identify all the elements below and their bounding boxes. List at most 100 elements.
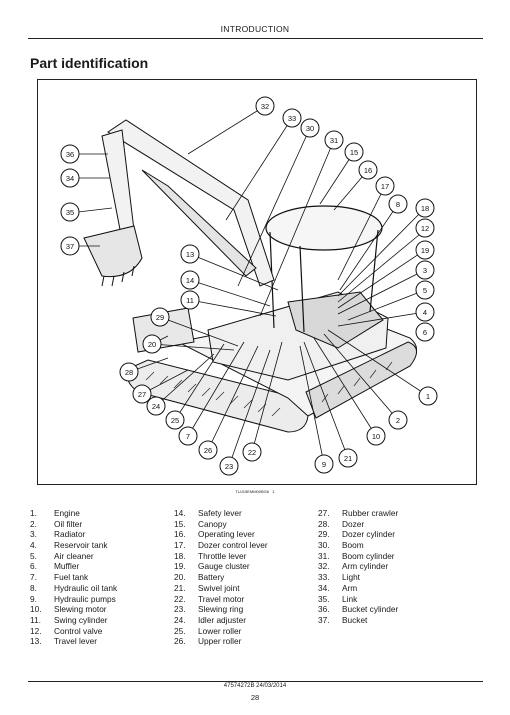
svg-text:19: 19 — [421, 246, 429, 255]
callout-9: 9 — [314, 454, 334, 474]
boom-arm — [101, 119, 275, 287]
legend-column-2: 14.Safety lever 15.Canopy 16.Operating l… — [174, 508, 324, 647]
svg-text:31: 31 — [330, 136, 338, 145]
svg-text:30: 30 — [306, 124, 314, 133]
excavator-diagram: 1 2 3 4 5 6 7 8 9 10 11 12 13 14 15 16 1… — [37, 79, 477, 485]
legend-item: 23.Slewing ring — [174, 604, 244, 615]
footer-rule — [28, 681, 483, 682]
callout-6: 6 — [415, 322, 435, 342]
legend-item: 17.Dozer control lever — [174, 540, 268, 551]
svg-text:7: 7 — [186, 432, 190, 441]
legend-item: 16.Operating lever — [174, 529, 255, 540]
svg-text:14: 14 — [186, 276, 194, 285]
bucket-teeth — [101, 265, 135, 287]
callout-19: 19 — [415, 240, 435, 260]
callout-23: 23 — [219, 456, 239, 476]
legend-item: 37.Bucket — [318, 614, 368, 625]
leader-lines — [77, 105, 429, 467]
legend-item: 20.Battery — [174, 572, 225, 583]
callout-14: 14 — [180, 270, 200, 290]
legend-column-3: 27.Rubber crawler 28.Dozer 29.Dozer cyli… — [318, 508, 468, 626]
callout-7: 7 — [178, 426, 198, 446]
svg-text:20: 20 — [148, 340, 156, 349]
page-title: Part identification — [30, 55, 149, 71]
legend-item: 1.Engine — [30, 508, 80, 518]
callout-8: 8 — [388, 194, 408, 214]
svg-text:28: 28 — [125, 368, 133, 377]
svg-text:27: 27 — [138, 390, 146, 399]
figure-id: TUJ15EMM00BG6 — [235, 489, 269, 494]
legend-item: 21.Swivel joint — [174, 582, 240, 593]
svg-text:18: 18 — [421, 204, 429, 213]
callout-3: 3 — [415, 260, 435, 280]
svg-text:22: 22 — [248, 448, 256, 457]
svg-text:21: 21 — [344, 454, 352, 463]
legend-item: 26.Upper roller — [174, 636, 242, 647]
svg-text:9: 9 — [322, 460, 326, 469]
svg-text:16: 16 — [364, 166, 372, 175]
figure-caption: TUJ15EMM00BG6 1 — [0, 489, 510, 494]
legend-item: 35.Link — [318, 593, 358, 604]
legend-item: 34.Arm — [318, 582, 358, 593]
svg-text:32: 32 — [261, 102, 269, 111]
bucket-drawing — [83, 225, 143, 278]
svg-text:1: 1 — [426, 392, 430, 401]
callout-5: 5 — [415, 280, 435, 300]
legend-item: 18.Throttle lever — [174, 550, 247, 561]
svg-text:15: 15 — [350, 148, 358, 157]
legend-item: 2.Oil filter — [30, 518, 83, 529]
legend-item: 12.Control valve — [30, 625, 103, 636]
legend-item: 36.Bucket cylinder — [318, 604, 399, 615]
legend-item: 7.Fuel tank — [30, 572, 89, 583]
page-number: 28 — [250, 693, 260, 702]
svg-text:29: 29 — [156, 313, 164, 322]
callout-31: 31 — [324, 130, 344, 150]
svg-text:6: 6 — [423, 328, 427, 337]
svg-text:13: 13 — [186, 250, 194, 259]
section-header: INTRODUCTION — [220, 24, 290, 34]
svg-text:24: 24 — [152, 402, 160, 411]
legend-item: 6.Muffler — [30, 561, 80, 572]
legend-item: 13.Travel lever — [30, 636, 98, 647]
callout-21: 21 — [338, 448, 358, 468]
document-code: 47574272B 24/03/2014 — [223, 683, 287, 689]
callout-4: 4 — [415, 302, 435, 322]
legend-item: 19.Gauge cluster — [174, 561, 250, 572]
legend-item: 15.Canopy — [174, 518, 227, 529]
svg-text:12: 12 — [421, 224, 429, 233]
svg-text:26: 26 — [204, 446, 212, 455]
callout-22: 22 — [242, 442, 262, 462]
svg-text:5: 5 — [423, 286, 427, 295]
callout-16: 16 — [358, 160, 378, 180]
svg-text:35: 35 — [66, 208, 74, 217]
callout-1: 1 — [418, 386, 438, 406]
legend-item: 3.Radiator — [30, 529, 86, 540]
callout-25: 25 — [165, 410, 185, 430]
legend-item: 25.Lower roller — [174, 625, 242, 636]
callout-12: 12 — [415, 218, 435, 238]
callout-37: 37 — [60, 236, 80, 256]
callout-26: 26 — [198, 440, 218, 460]
callout-30: 30 — [300, 118, 320, 138]
legend-item: 32.Arm cylinder — [318, 561, 389, 572]
header-rule — [28, 38, 483, 39]
track-treads — [145, 361, 393, 417]
legend-item: 22.Travel motor — [174, 593, 245, 604]
legend-item: 24.Idler adjuster — [174, 614, 246, 625]
callout-33: 33 — [282, 108, 302, 128]
svg-text:23: 23 — [225, 462, 233, 471]
legend-item: 4.Reservoir tank — [30, 540, 108, 551]
svg-text:2: 2 — [396, 416, 400, 425]
svg-text:11: 11 — [186, 296, 194, 305]
legend-item: 10.Slewing motor — [30, 604, 107, 615]
legend-item: 30.Boom — [318, 540, 364, 551]
callout-29: 29 — [150, 307, 170, 327]
callout-24: 24 — [146, 396, 166, 416]
svg-text:36: 36 — [66, 150, 74, 159]
callout-13: 13 — [180, 244, 200, 264]
callout-group: 1 2 3 4 5 6 7 8 9 10 11 12 13 14 15 16 1… — [60, 96, 438, 476]
callout-27: 27 — [132, 384, 152, 404]
callout-20: 20 — [142, 334, 162, 354]
callout-34: 34 — [60, 168, 80, 188]
callout-35: 35 — [60, 202, 80, 222]
